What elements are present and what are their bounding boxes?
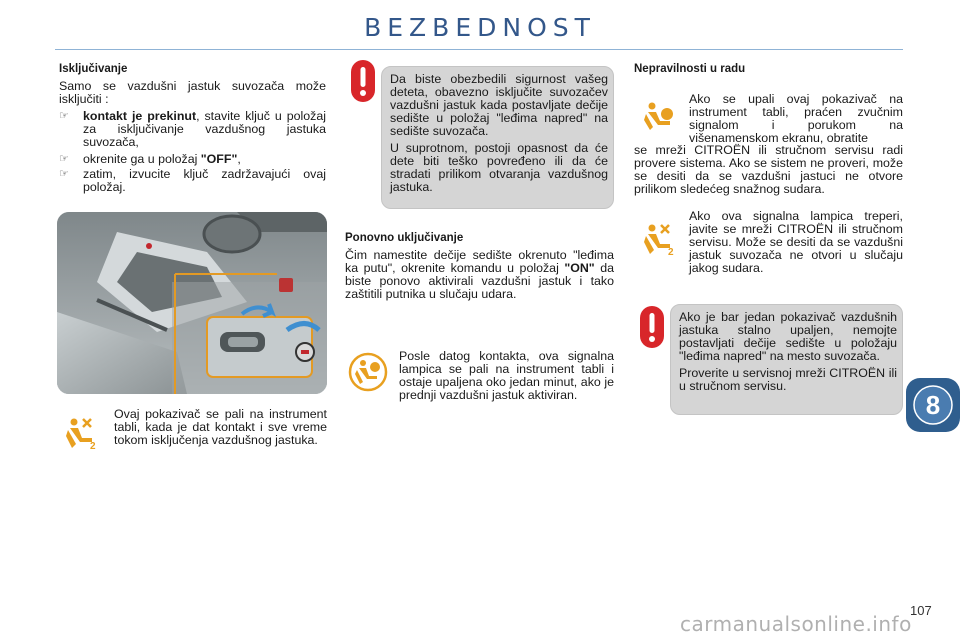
airbag-lamp-icon <box>348 352 388 392</box>
reactivation-body: Čim namestite dečije sedište okrenuto "l… <box>345 249 614 301</box>
reactivation-text: Čim namestite dečije sedište okrenuto "l… <box>345 248 614 275</box>
footer-watermark: carmanualsonline.info <box>680 612 912 636</box>
airbag-off-flashing-icon: 2 <box>642 222 676 258</box>
warning-text: Proverite u servisnoj mreži CITROËN ili … <box>679 366 897 393</box>
warning-text: Da biste obezbedili sigurnost vašeg dete… <box>390 72 608 138</box>
chapter-tab[interactable]: 8 <box>906 378 960 432</box>
pointing-hand-icon: ☞ <box>59 153 69 165</box>
bullet-text: , stavite ključ u položaj za isključivan… <box>83 109 326 149</box>
header-rule <box>55 49 903 50</box>
bullet-text-end: , <box>237 152 241 166</box>
reactivation-bold-text: "ON" <box>564 261 595 275</box>
section-heading-reactivation: Ponovno uključivanje <box>345 232 464 244</box>
indicator-description: Ovaj pokazivač se pali na instrument tab… <box>114 407 327 447</box>
warning-exclamation-icon <box>640 306 664 348</box>
warning-exclamation-icon <box>351 60 375 102</box>
lamp-description: Posle datog kontakta, ova signalna lampi… <box>399 349 614 402</box>
airbag-off-indicator-icon: 2 <box>64 416 98 452</box>
indicator-on-warning-box: Ako je bar jedan pokazivač vazdušnih jas… <box>670 304 903 415</box>
page-title: BEZBEDNOST <box>364 13 596 42</box>
bullet-bold-text: "OFF" <box>200 152 238 166</box>
bullet-item: ☞ zatim, izvucite ključ zadržavajući ova… <box>59 168 326 196</box>
pointing-hand-icon: ☞ <box>59 110 69 122</box>
warning-text: U suprotnom, postoji opasnost da će dete… <box>390 141 608 194</box>
bullet-bold-text: kontakt je prekinut <box>83 109 197 123</box>
bullet-item: ☞ okrenite ga u položaj "OFF", <box>59 153 326 167</box>
airbag-fault-indicator-icon <box>641 100 675 134</box>
deactivation-intro: Samo se vazdušni jastuk suvozača može is… <box>59 79 326 106</box>
page-number: 107 <box>910 603 932 618</box>
bullet-item: ☞ kontakt je prekinut, stavite ključ u p… <box>59 110 326 150</box>
chapter-number: 8 <box>926 390 940 420</box>
section-heading-malfunction: Nepravilnosti u radu <box>634 63 746 75</box>
warning-text: Ako je bar jedan pokazivač vazdušnih jas… <box>679 310 897 363</box>
airbag-key-switch-photo <box>57 212 327 394</box>
svg-text:2: 2 <box>668 247 674 256</box>
bullet-text: okrenite ga u položaj <box>83 152 201 166</box>
flashing-lamp-text: Ako ova signalna lampica treperi, javite… <box>689 209 903 275</box>
malfunction-text-2: se mreži CITROËN ili stručnom servisu ra… <box>634 143 903 196</box>
child-seat-warning-box: Da biste obezbedili sigurnost vašeg dete… <box>381 66 614 209</box>
malfunction-text-1: Ako se upali ovaj pokazivač na instrumen… <box>689 92 903 145</box>
bullet-text: zatim, izvucite ključ zadržavajući ovaj … <box>83 167 326 194</box>
reactivation-text: da biste ponovo aktivirali vazdušni jast… <box>345 261 614 301</box>
section-heading-deactivation: Isključivanje <box>59 63 128 75</box>
pointing-hand-icon: ☞ <box>59 168 69 180</box>
svg-text:2: 2 <box>90 441 96 450</box>
